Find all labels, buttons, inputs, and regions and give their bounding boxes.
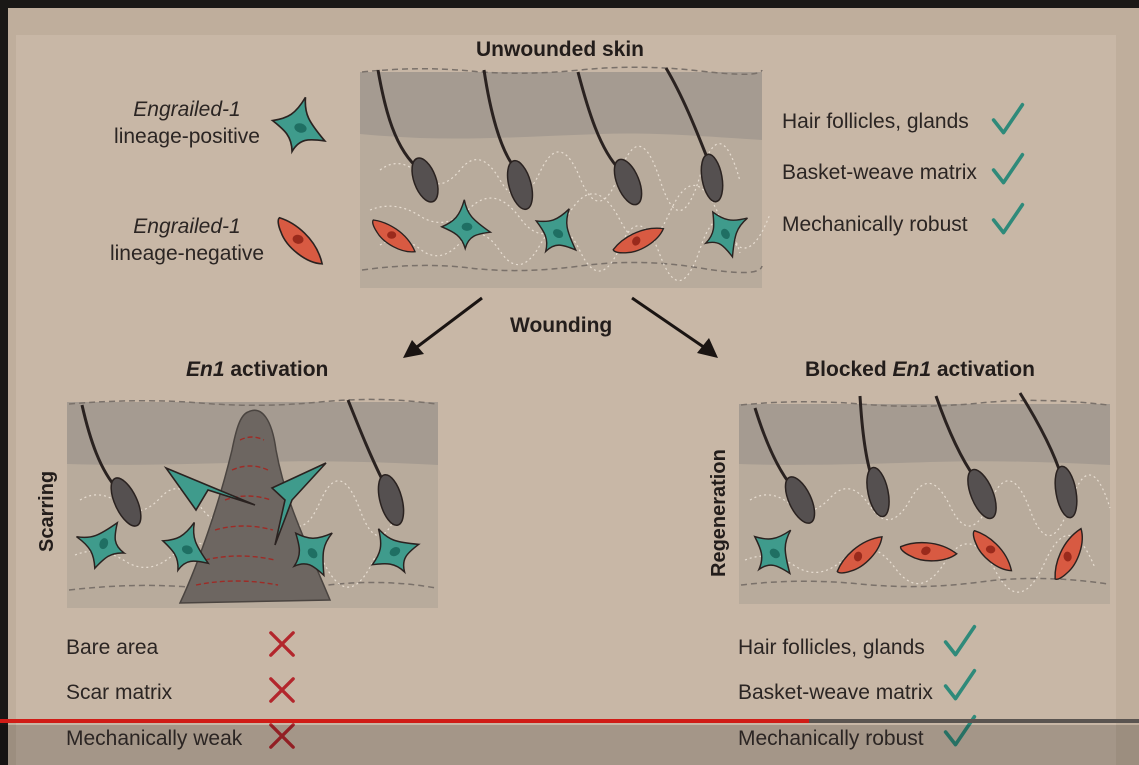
wounding-arrows — [403, 296, 718, 358]
unwounded-skin-panel — [360, 66, 771, 288]
blocked-en1-gene-label: En1 — [892, 358, 932, 381]
top-check-label-2: Basket-weave matrix — [782, 161, 977, 184]
blocked-label: Blocked — [805, 358, 893, 381]
right-check-label-1: Hair follicles, glands — [738, 636, 925, 659]
legend-negative-gene: Engrailed-1 — [133, 215, 241, 238]
video-progress-fill — [0, 719, 809, 723]
legend-negative-text: lineage-negative — [109, 242, 265, 266]
left-item-label-3: Mechanically weak — [66, 727, 243, 750]
left-item-label-1: Bare area — [66, 636, 159, 659]
right-check-label-2: Basket-weave matrix — [738, 681, 933, 704]
regeneration-panel — [739, 392, 1111, 604]
unwounded-skin-title: Unwounded skin — [476, 38, 644, 61]
legend-positive: Engrailed-1 lineage-positive — [112, 96, 262, 151]
regeneration-side-label: Regeneration — [708, 449, 730, 577]
scarring-side-label: Scarring — [36, 470, 58, 552]
legend-positive-text: lineage-positive — [114, 125, 260, 149]
top-check-label-3: Mechanically robust — [782, 213, 968, 236]
top-check-label-1: Hair follicles, glands — [782, 110, 969, 133]
en1-gene-label: En1 — [186, 358, 225, 381]
left-item-label-2: Scar matrix — [66, 681, 173, 704]
right-check-label-3: Mechanically robust — [738, 727, 924, 750]
wounding-label: Wounding — [510, 314, 613, 337]
blocked-en1-activation-title: Blocked En1 activation — [805, 358, 1035, 382]
scarring-panel — [67, 398, 438, 608]
blocked-activation-label: activation — [931, 358, 1035, 381]
video-progress-bar[interactable] — [0, 719, 1139, 723]
legend-positive-gene: Engrailed-1 — [133, 98, 241, 121]
en1-activation-title: En1 activation — [186, 358, 328, 382]
activation-label: activation — [224, 358, 329, 381]
legend-negative: Engrailed-1 lineage-negative — [106, 213, 268, 268]
